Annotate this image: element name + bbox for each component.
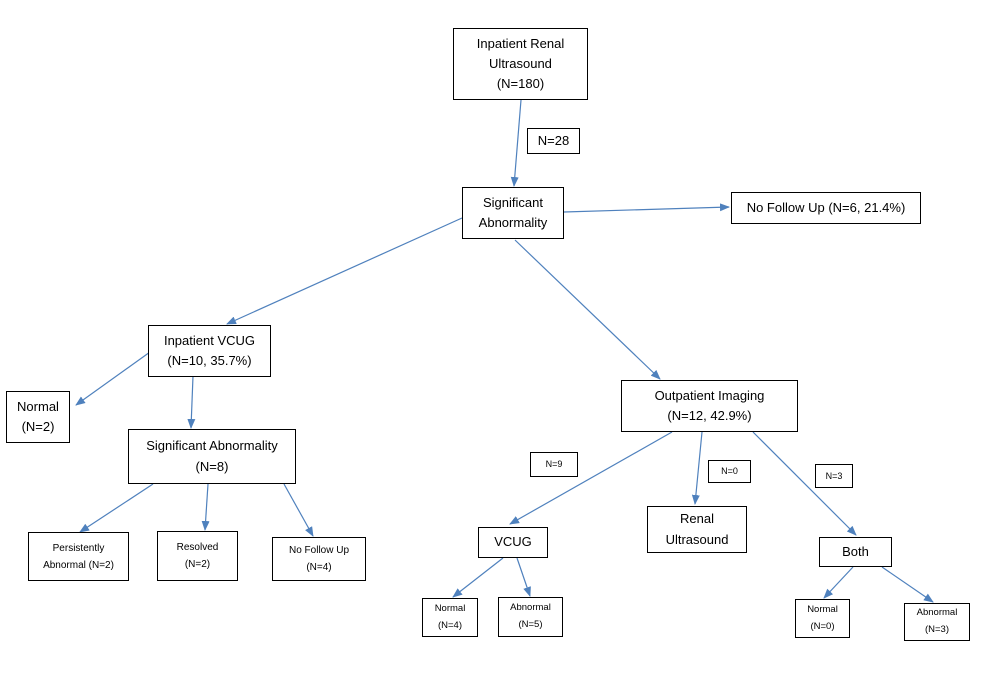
label-n0: N=0: [708, 460, 751, 483]
node-significant-abnormality-8: Significant Abnormality (N=8): [128, 429, 296, 484]
arrow-renal-to-sig: [510, 99, 522, 187]
node-both-normal: Normal (N=0): [795, 599, 850, 638]
node-vcug: VCUG: [478, 527, 548, 558]
label-n3: N=3: [815, 464, 853, 488]
arrow-vcug-to-abnormal5: [516, 557, 531, 597]
arrow-sig8-to-resolved: [201, 483, 210, 531]
node-resolved: Resolved (N=2): [157, 531, 238, 581]
arrow-sig-to-outpatient: [514, 239, 661, 380]
arrow-outpatient-to-renal: [691, 431, 703, 505]
node-normal-left: Normal (N=2): [6, 391, 70, 443]
arrow-both-to-normal0: [823, 566, 854, 599]
node-inpatient-renal-ultrasound: Inpatient Renal Ultrasound (N=180): [453, 28, 588, 100]
label-n28: N=28: [527, 128, 580, 154]
node-both: Both: [819, 537, 892, 567]
node-vcug-normal: Normal (N=4): [422, 598, 478, 637]
node-no-follow-up-4: No Follow Up (N=4): [272, 537, 366, 581]
arrow-sig-to-nofollow: [563, 203, 730, 213]
arrow-sig-to-vcug: [226, 217, 463, 325]
node-persistently-abnormal: Persistently Abnormal (N=2): [28, 532, 129, 581]
node-significant-abnormality: Significant Abnormality: [462, 187, 564, 239]
arrow-both-to-abnormal3: [881, 566, 934, 603]
node-no-follow-up-main: No Follow Up (N=6, 21.4%): [731, 192, 921, 224]
node-renal-ultrasound-outpatient: Renal Ultrasound: [647, 506, 747, 553]
label-n9: N=9: [530, 452, 578, 477]
arrow-outpatient-to-vcug: [509, 431, 673, 525]
arrow-sig8-to-persistent: [79, 483, 154, 533]
node-inpatient-vcug: Inpatient VCUG (N=10, 35.7%): [148, 325, 271, 377]
arrow-outpatient-to-both: [752, 431, 857, 536]
node-both-abnormal: Abnormal (N=3): [904, 603, 970, 641]
arrow-sig8-to-nofollow4: [283, 483, 314, 537]
node-vcug-abnormal: Abnormal (N=5): [498, 597, 563, 637]
arrow-vcug-to-normal4: [452, 557, 504, 598]
arrow-vcug-to-normal: [75, 351, 151, 406]
arrow-vcug-to-sig8: [187, 375, 196, 429]
node-outpatient-imaging: Outpatient Imaging (N=12, 42.9%): [621, 380, 798, 432]
